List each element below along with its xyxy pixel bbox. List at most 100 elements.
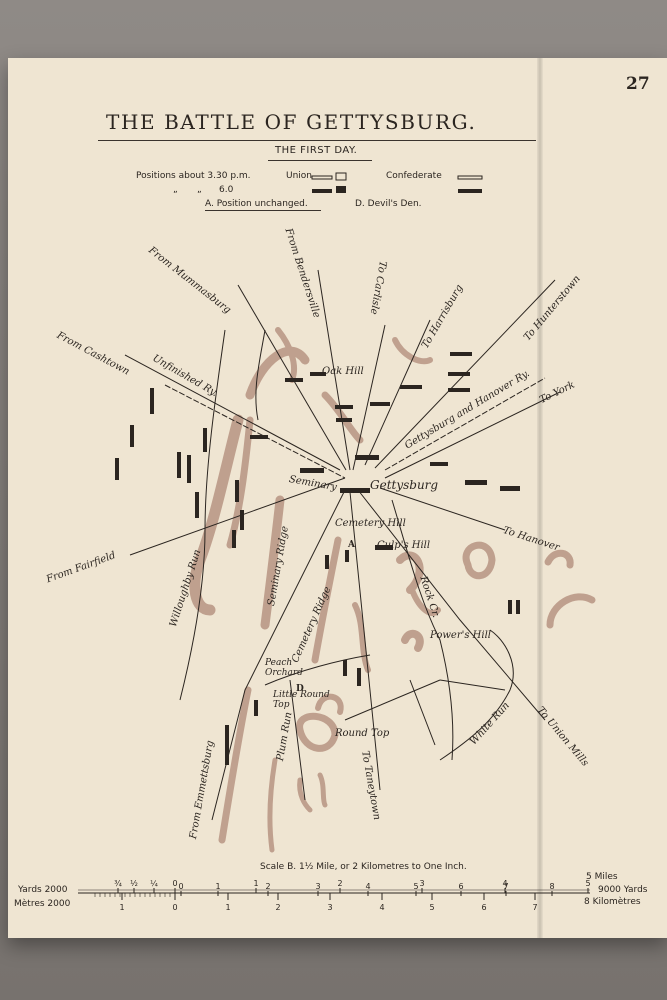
troop-positions (115, 352, 520, 765)
scale-yard-tick: 5 (413, 882, 418, 891)
road-cross-1 (264, 654, 371, 686)
road-taneytown (349, 491, 381, 791)
ridge-oak-hill (245, 346, 310, 400)
conf-block (187, 455, 191, 483)
terrain-ridges (189, 327, 596, 853)
conf-block (448, 388, 470, 392)
scale-yard-tick: 0 (178, 882, 183, 891)
legend-time-2: 6.0 (219, 185, 234, 195)
legend-note-rule (205, 210, 321, 211)
conf-block (232, 530, 236, 548)
scale-km-tick: 1 (119, 903, 124, 912)
scale-yard-tick: 7 (503, 882, 508, 891)
stream-rock-creek (391, 499, 454, 761)
stream-north-1 (255, 329, 266, 421)
hill-east-1 (462, 541, 496, 580)
road-mummasburg (237, 284, 347, 471)
scale-km-tick: 5 (429, 903, 434, 912)
road-harrisburg (364, 319, 431, 466)
legend-union-symbol-4 (336, 186, 346, 193)
scale-yard-tick: 2 (265, 882, 270, 891)
scale-km-tick: 1 (225, 903, 230, 912)
label-round-top: Round Top (335, 728, 390, 739)
scale-metres-label: Mètres 2000 (14, 899, 71, 909)
union-block (325, 555, 329, 569)
scale-mile-tick: 2 (337, 879, 342, 888)
map-title: THE BATTLE OF GETTYSBURG. (106, 110, 477, 134)
title-rule (98, 140, 536, 141)
conf-block (130, 425, 134, 447)
union-block (357, 668, 361, 686)
label-marker-d: D (296, 684, 304, 694)
label-little-round-top: Little Round Top (273, 690, 330, 710)
road-baltimore (357, 489, 546, 721)
label-gettysburg: Gettysburg (370, 478, 439, 492)
conf-block (450, 352, 472, 356)
scale-km-tick: 2 (275, 903, 280, 912)
scale-mile-tick: 4 (502, 879, 507, 888)
page-number: 27 (626, 74, 650, 94)
scale-miles-label: 5 Miles (586, 872, 618, 882)
ridge-powers (401, 629, 424, 652)
legend-positions-label: Positions about 3.30 p.m. (136, 171, 251, 181)
road-cross-4 (439, 679, 506, 691)
union-block (516, 600, 520, 614)
scale-title: Scale B. 1½ Mile, or 2 Kilometres to One… (260, 862, 467, 872)
scale-yard-tick: 8 (549, 882, 554, 891)
legend-ditto-2: „ (197, 185, 202, 195)
label-powers-hill: Power's Hill (430, 630, 491, 641)
railway-hanover (384, 377, 546, 471)
ridge-south-2 (317, 772, 328, 808)
legend-note-d: D. Devil's Den. (355, 199, 422, 209)
scale-yard-tick: 4 (365, 882, 370, 891)
map-sheet (8, 58, 667, 938)
union-block (508, 600, 512, 614)
scale-km-tick: 6 (481, 903, 486, 912)
label-marker-a: A (348, 540, 355, 550)
union-block (343, 660, 347, 676)
conf-block (240, 510, 244, 530)
road-york (384, 391, 561, 479)
ridge-little-round-top (296, 712, 339, 752)
stream-willoughby (179, 329, 226, 701)
scale-mile-tick: 0 (172, 879, 177, 888)
road-carlisle (352, 324, 386, 471)
road-cross-3 (409, 679, 436, 746)
legend-confederate-label: Confederate (386, 171, 442, 181)
ridge-southwest-2 (267, 757, 278, 853)
road-cross-2 (344, 679, 441, 721)
conf-block (235, 480, 239, 502)
union-block (340, 488, 370, 493)
union-block (345, 550, 349, 562)
ridge-west-1 (189, 414, 244, 616)
scale-yards-end: 9000 Yards (598, 885, 648, 895)
scale-yard-tick: 6 (458, 882, 463, 891)
hill-east-2 (544, 549, 574, 569)
conf-block (150, 388, 154, 414)
union-block (335, 405, 353, 409)
conf-block (448, 372, 470, 376)
ridge-culps (396, 551, 424, 594)
ridge-seminary (260, 495, 285, 630)
scale-km-tick: 0 (172, 903, 177, 912)
railway-unfinished (164, 384, 346, 479)
legend-union-symbol-2 (335, 172, 347, 181)
ridge-south-1 (297, 777, 313, 813)
label-oak-hill: Oak Hill (322, 366, 364, 377)
legend-union-label: Union (286, 171, 313, 181)
scale-mile-tick: ¾ (114, 879, 122, 888)
union-block (285, 378, 303, 382)
ridge-north-1 (275, 327, 298, 383)
conf-block (370, 402, 390, 406)
road-fairfield (129, 477, 346, 556)
union-block (375, 545, 393, 550)
label-cemetery-hill: Cemetery Hill (335, 518, 406, 529)
scale-yard-tick: 3 (315, 882, 320, 891)
map-subtitle: THE FIRST DAY. (275, 145, 358, 156)
conf-block (465, 480, 487, 485)
ridge-east-1 (352, 602, 371, 673)
scale-km-tick: 4 (379, 903, 384, 912)
hill-east-3 (546, 593, 596, 629)
legend-symbols (311, 172, 483, 193)
